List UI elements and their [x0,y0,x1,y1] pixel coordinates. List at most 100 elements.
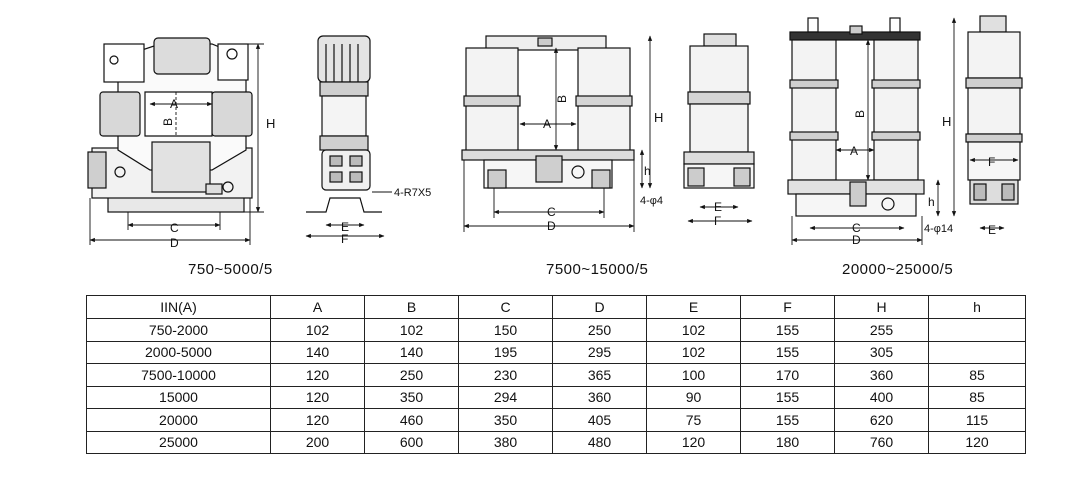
label-h-d3: h [644,164,651,178]
cell-current: 20000 [86,408,271,432]
drawing-20000-25000-front [787,17,925,217]
label-A-d5: A [850,144,858,158]
drawing-750-5000-front [87,37,253,213]
table-row: 7500-10000 120 250 230 365 100 170 360 8… [86,363,1026,387]
cell-H: 305 [834,340,929,364]
cell-H: 400 [834,385,929,409]
cell-current: 25000 [86,430,271,454]
label-H-d3: H [654,110,663,125]
cell-H: 360 [834,363,929,387]
label-A-d3: A [543,117,551,131]
header-E: E [646,295,741,319]
label-D-d1: D [170,236,179,250]
cell-B: 140 [364,340,459,364]
label-F-d4: F [714,214,721,228]
cell-C: 150 [458,318,553,342]
cell-E: 120 [646,430,741,454]
mount-note-4-phi4: 4-φ4 [640,195,663,207]
label-C-d3: C [547,205,556,219]
caption-7500-15000: 7500~15000/5 [546,261,649,278]
header-F: F [740,295,835,319]
cell-E: 75 [646,408,741,432]
label-C-d1: C [170,221,179,235]
cell-B: 102 [364,318,459,342]
cell-C: 195 [458,340,553,364]
cell-C: 350 [458,408,553,432]
cell-H: 760 [834,430,929,454]
header-h: h [928,295,1026,319]
label-B-d5: B [853,110,867,118]
cell-C: 380 [458,430,553,454]
table-row: 25000 200 600 380 480 120 180 760 120 [86,430,1026,454]
cell-h [928,340,1026,364]
cell-current: 750-2000 [86,318,271,342]
dimension-table: IIN(A) A B C D E F H h 750-2000 102 102 … [86,295,1026,454]
label-C-d5: C [852,221,861,235]
header-H: H [834,295,929,319]
cell-A: 140 [270,340,365,364]
mount-note-4-R7X5: 4-R7X5 [394,187,431,199]
table-row: 750-2000 102 102 150 250 102 155 255 [86,318,1026,342]
cell-D: 295 [552,340,647,364]
cell-F: 155 [740,340,835,364]
dimension-drawings: A B H C D E F 4-R7X5 [87,15,1023,250]
label-E-d6: E [988,223,996,237]
caption-750-5000: 750~5000/5 [188,261,273,278]
cell-D: 360 [552,385,647,409]
cell-E: 100 [646,363,741,387]
drawing-750-5000-side [306,35,382,213]
table-row: 15000 120 350 294 360 90 155 400 85 [86,385,1026,409]
cell-C: 230 [458,363,553,387]
cell-E: 102 [646,318,741,342]
cell-F: 155 [740,408,835,432]
cell-F: 180 [740,430,835,454]
cell-E: 102 [646,340,741,364]
header-current: IIN(A) [86,295,271,319]
cell-h [928,318,1026,342]
cell-h: 85 [928,385,1026,409]
label-B-d1: B [161,118,175,126]
cell-H: 620 [834,408,929,432]
label-D-d5: D [852,233,861,247]
label-B-d3: B [555,95,569,103]
table-row: 2000-5000 140 140 195 295 102 155 305 [86,340,1026,364]
cell-B: 600 [364,430,459,454]
cell-D: 405 [552,408,647,432]
label-E-d4: E [714,200,722,214]
cell-A: 102 [270,318,365,342]
label-D-d3: D [547,219,556,233]
cell-E: 90 [646,385,741,409]
cell-F: 155 [740,318,835,342]
cell-C: 294 [458,385,553,409]
cell-F: 170 [740,363,835,387]
cell-h: 120 [928,430,1026,454]
cell-B: 460 [364,408,459,432]
header-B: B [364,295,459,319]
caption-20000-25000: 20000~25000/5 [842,261,954,278]
drawing-7500-15000-side [683,33,755,189]
cell-current: 2000-5000 [86,340,271,364]
label-A-d1: A [170,97,178,111]
cell-current: 15000 [86,385,271,409]
cell-A: 120 [270,385,365,409]
cell-F: 155 [740,385,835,409]
cell-D: 365 [552,363,647,387]
label-H-d1: H [266,116,275,131]
table-header-row: IIN(A) A B C D E F H h [86,295,1026,319]
header-A: A [270,295,365,319]
cell-current: 7500-10000 [86,363,271,387]
label-F-d6: F [988,155,995,169]
drawing-7500-15000-front [461,35,635,189]
label-F-d2: F [341,232,348,246]
header-C: C [458,295,553,319]
mount-note-4-phi14: 4-φ14 [924,223,953,235]
cell-B: 250 [364,363,459,387]
drawing-20000-25000-side [965,15,1023,205]
cell-h: 115 [928,408,1026,432]
header-D: D [552,295,647,319]
cell-H: 255 [834,318,929,342]
cell-A: 120 [270,363,365,387]
label-h-d5: h [928,195,935,209]
label-E-d2: E [341,220,349,234]
cell-h: 85 [928,363,1026,387]
